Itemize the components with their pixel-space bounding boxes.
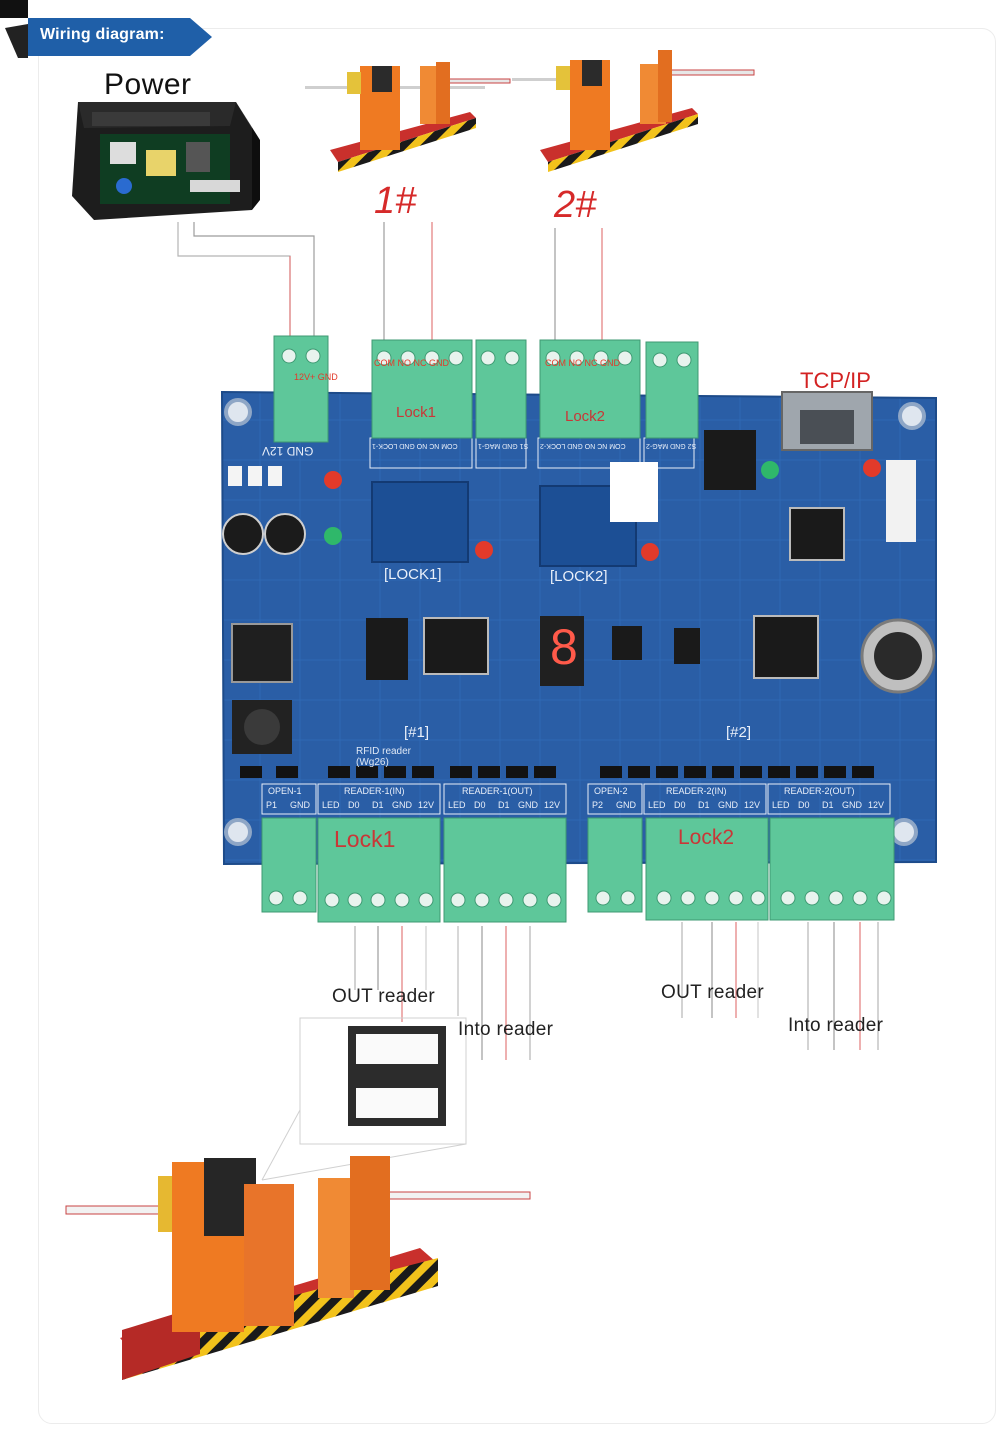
header-open2-pin: P2 (592, 800, 604, 810)
card-reader (261, 1017, 467, 1181)
lock1-pin-labels: COM NO NC GND (374, 358, 449, 368)
barrier-gate-2 (512, 50, 755, 172)
out-reader-2-label: OUT reader (661, 982, 764, 1003)
header-reader1-in-pin: GND (392, 800, 412, 810)
header-open1-title: OPEN-1 (268, 786, 302, 796)
controller-board (220, 390, 937, 866)
header-reader1-in-pin: D0 (348, 800, 360, 810)
header-reader1-out-pin: D1 (498, 800, 510, 810)
title-ribbon (0, 0, 212, 58)
gate-2-number: 2# (554, 184, 597, 226)
header-reader2-out-pin: D1 (822, 800, 834, 810)
power-pin-labels: 12V+ GND (294, 372, 338, 382)
group1-label: [#1] (404, 724, 430, 741)
barrier-gate-large (65, 1156, 531, 1380)
header-reader2-in-title: READER-2(IN) (666, 786, 727, 796)
terminal-lock2 (539, 339, 641, 439)
header-reader2-in-pin: LED (648, 800, 666, 810)
group2-label: [#2] (726, 724, 752, 741)
bottom-terminal-blocks (261, 817, 895, 923)
silk-mag2-header: S2 GND MAG-2 (646, 442, 697, 449)
out-reader-1-label: OUT reader (332, 986, 435, 1007)
silk-power: GND 12V (262, 444, 314, 458)
lock-wires (383, 222, 603, 350)
header-reader2-out-pin: LED (772, 800, 790, 810)
top-terminal-blocks (273, 335, 699, 443)
header-reader1-out-title: READER-1(OUT) (462, 786, 533, 796)
header-open2-pin: GND (616, 800, 636, 810)
header-reader2-out-pin: GND (842, 800, 862, 810)
relay1-label: [LOCK1] (384, 566, 442, 583)
header-reader1-out-pin: 12V (544, 800, 561, 810)
header-reader2-in-pin: D0 (674, 800, 686, 810)
seven-segment-digit: 8 (550, 619, 578, 675)
terminal-lock1 (371, 339, 473, 439)
power-label: Power (104, 68, 192, 101)
header-reader2-out-title: READER-2(OUT) (784, 786, 855, 796)
header-open1-pin: P1 (266, 800, 278, 810)
header-reader1-in-pin: D1 (372, 800, 384, 810)
header-reader2-in-pin: GND (718, 800, 738, 810)
into-reader-1-label: Into reader (458, 1019, 554, 1040)
header-reader2-in-pin: D1 (698, 800, 710, 810)
header-reader2-in-pin: 12V (744, 800, 761, 810)
header-open2-title: OPEN-2 (594, 786, 628, 796)
terminal-mag1 (475, 339, 527, 439)
bottom-lock2-label: Lock2 (678, 826, 735, 849)
header-reader1-in-title: READER-1(IN) (344, 786, 405, 796)
gate-1-number: 1# (374, 180, 417, 222)
header-open1-pin: GND (290, 800, 310, 810)
lock2-terminal-label: Lock2 (565, 408, 606, 425)
terminal-power (273, 335, 329, 443)
lock2-pin-labels: COM NO NC GND (545, 358, 620, 368)
header-reader2-out-pin: 12V (868, 800, 885, 810)
silk-lock1-header: COM NC NO GND LOCK-1 (372, 442, 458, 449)
content-frame (38, 28, 996, 1424)
into-reader-2-label: Into reader (788, 1015, 884, 1036)
header-reader1-in-pin: 12V (418, 800, 435, 810)
terminal-mag2 (645, 341, 699, 439)
barrier-gate-1 (305, 62, 511, 172)
silk-lock2-header: COM NC NO GND LOCK-2 (540, 442, 626, 449)
lock1-terminal-label: Lock1 (396, 404, 437, 421)
reader-wires (354, 922, 879, 1060)
header-reader2-out-pin: D0 (798, 800, 810, 810)
header-reader1-out-pin: LED (448, 800, 466, 810)
header-reader1-out-pin: D0 (474, 800, 486, 810)
power-wires (177, 222, 315, 350)
page-title: Wiring diagram: (40, 26, 165, 43)
power-supply (72, 102, 260, 220)
bottom-lock1-label: Lock1 (334, 826, 396, 852)
relay2-label: [LOCK2] (550, 568, 608, 585)
header-reader1-out-pin: GND (518, 800, 538, 810)
silk-mag1-header: S1 GND MAG-1 (478, 442, 529, 449)
header-reader1-in-pin: LED (322, 800, 340, 810)
tcpip-label: TCP/IP (800, 368, 871, 393)
rfid-note: RFID reader (Wg26) (356, 746, 412, 768)
